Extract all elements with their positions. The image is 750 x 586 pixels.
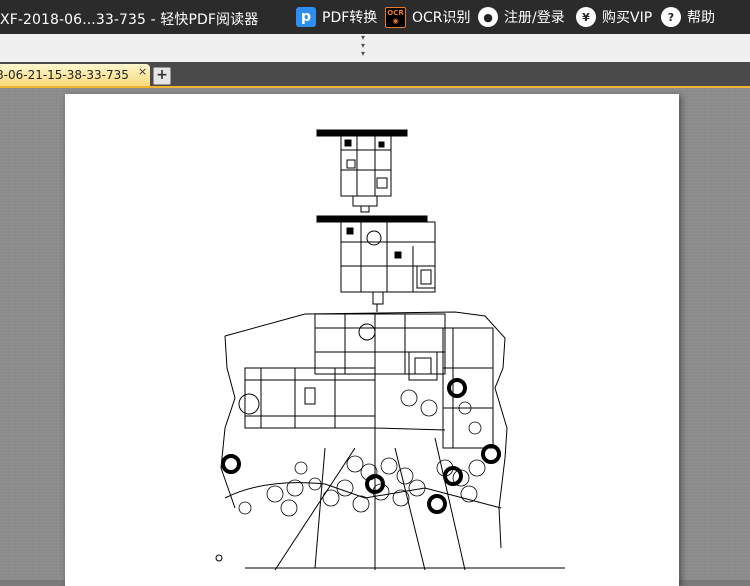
site-plan xyxy=(215,311,565,571)
toolbar-collapsed[interactable]: ▾▾▾ xyxy=(0,34,750,62)
ocr-label: OCR识别 xyxy=(412,10,471,26)
plan-middle xyxy=(316,215,436,312)
pdf-page xyxy=(65,94,679,586)
help-button[interactable]: ? 帮助 xyxy=(661,0,715,34)
ocr-icon: OCR◉ xyxy=(385,6,406,28)
tab-close-icon[interactable]: × xyxy=(138,65,148,78)
pdf-convert-icon: p xyxy=(296,7,316,27)
question-icon: ? xyxy=(661,7,681,27)
user-icon: ● xyxy=(478,7,498,27)
buy-vip-label: 购买VIP xyxy=(602,10,653,26)
document-tab[interactable]: 8-06-21-15-38-33-735 × xyxy=(0,64,150,86)
document-viewport[interactable] xyxy=(0,88,750,586)
ocr-button[interactable]: OCR◉ OCR识别 xyxy=(385,0,471,34)
new-tab-button[interactable]: + xyxy=(153,67,171,85)
expand-toolbar-icon: ▾▾▾ xyxy=(360,33,365,58)
register-login-label: 注册/登录 xyxy=(504,10,565,26)
plan-top xyxy=(316,129,408,213)
document-tab-label: 8-06-21-15-38-33-735 xyxy=(0,68,129,82)
floor-plan-drawing xyxy=(215,129,565,571)
register-login-button[interactable]: ● 注册/登录 xyxy=(478,0,565,34)
title-bar: XF-2018-06...33-735 - 轻快PDF阅读器 p PDF转换 O… xyxy=(0,0,750,34)
yen-icon: ¥ xyxy=(576,7,596,27)
pdf-convert-button[interactable]: p PDF转换 xyxy=(296,0,377,34)
tab-bar: 8-06-21-15-38-33-735 × + xyxy=(0,62,750,88)
buy-vip-button[interactable]: ¥ 购买VIP xyxy=(576,0,652,34)
pdf-convert-label: PDF转换 xyxy=(322,10,378,26)
help-label: 帮助 xyxy=(687,10,715,26)
window-title: XF-2018-06...33-735 - 轻快PDF阅读器 xyxy=(0,12,259,28)
